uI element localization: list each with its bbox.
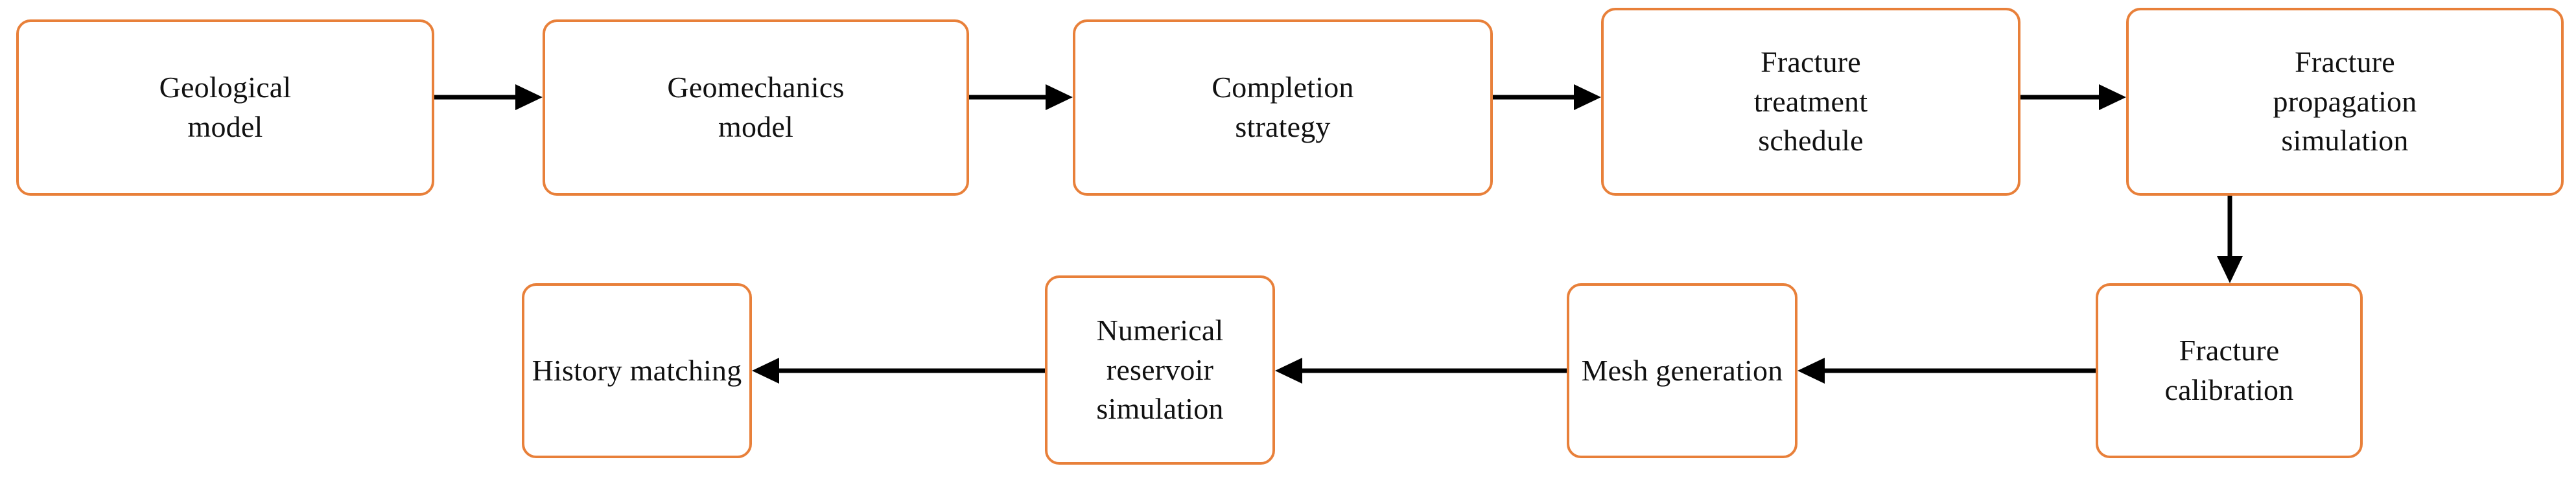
node-label-fracture-treatment-schedule: Fracture treatment schedule bbox=[1753, 45, 1868, 157]
node-fracture-treatment-schedule[interactable]: Fracture treatment schedule bbox=[1601, 8, 2020, 196]
arrow-numerical-to-history bbox=[752, 358, 1045, 384]
node-label-geomechanics-model: Geomechanics model bbox=[667, 71, 845, 143]
node-geological-model[interactable]: Geological model bbox=[16, 19, 434, 196]
node-label-completion-strategy: Completion strategy bbox=[1212, 71, 1354, 143]
node-label-mesh-generation: Mesh generation bbox=[1581, 353, 1783, 387]
arrow-geomechanics-to-completion bbox=[969, 84, 1073, 110]
node-geomechanics-model[interactable]: Geomechanics model bbox=[543, 19, 969, 196]
arrow-geological-to-geomechanics bbox=[434, 84, 543, 110]
node-numerical-reservoir-simulation[interactable]: Numerical reservoir simulation bbox=[1045, 275, 1275, 465]
node-fracture-calibration[interactable]: Fracture calibration bbox=[2096, 283, 2363, 458]
node-fracture-propagation-simulation[interactable]: Fracture propagation simulation bbox=[2126, 8, 2564, 196]
node-label-fracture-propagation-simulation: Fracture propagation simulation bbox=[2273, 45, 2417, 157]
arrow-completion-to-treatment bbox=[1493, 84, 1601, 110]
arrow-propagation-to-calibration bbox=[2217, 196, 2243, 283]
arrow-calibration-to-mesh bbox=[1797, 358, 2096, 384]
node-label-geological-model: Geological model bbox=[159, 71, 292, 143]
node-completion-strategy[interactable]: Completion strategy bbox=[1073, 19, 1493, 196]
node-mesh-generation[interactable]: Mesh generation bbox=[1567, 283, 1797, 458]
arrow-mesh-to-numerical bbox=[1275, 358, 1567, 384]
node-label-fracture-calibration: Fracture calibration bbox=[2164, 334, 2294, 406]
node-label-numerical-reservoir-simulation: Numerical reservoir simulation bbox=[1096, 313, 1224, 426]
node-history-matching[interactable]: History matching bbox=[522, 283, 752, 458]
node-label-history-matching: History matching bbox=[532, 353, 742, 387]
arrow-treatment-to-propagation bbox=[2020, 84, 2126, 110]
